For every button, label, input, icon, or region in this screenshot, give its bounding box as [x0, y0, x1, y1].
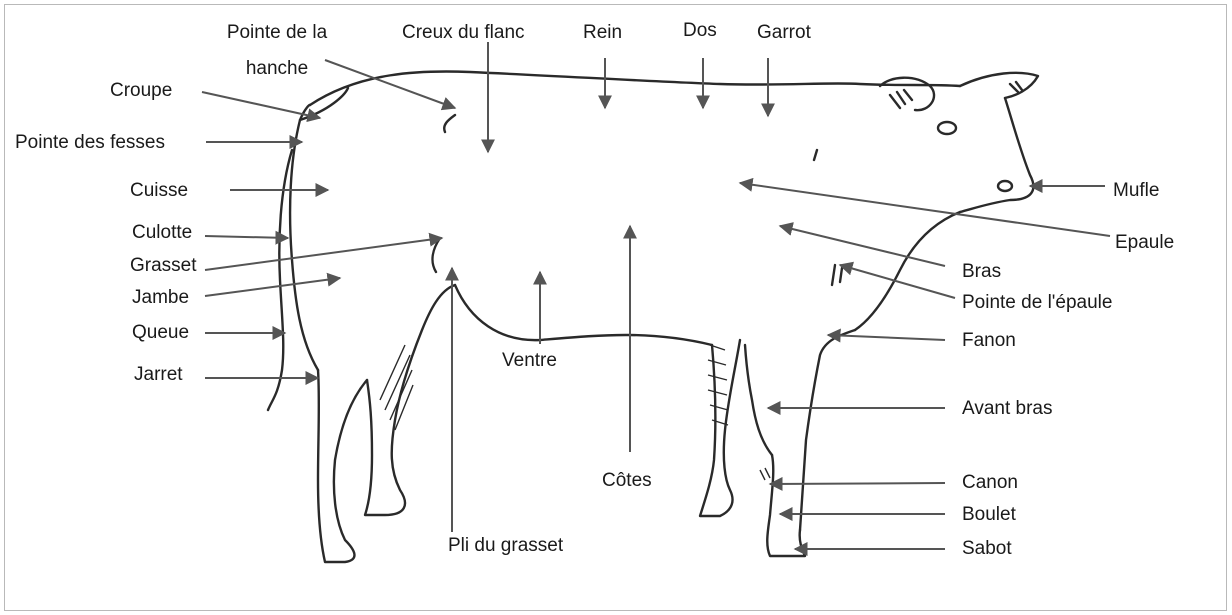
- label-grasset: Grasset: [130, 255, 197, 277]
- label-bras: Bras: [962, 261, 1001, 283]
- arrow-canon: [770, 483, 945, 484]
- label-garrot: Garrot: [757, 22, 811, 44]
- label-jambe: Jambe: [132, 287, 189, 309]
- label-epaule: Epaule: [1115, 232, 1174, 254]
- label-canon: Canon: [962, 472, 1018, 494]
- label-pointe-de-l-epaule: Pointe de l'épaule: [962, 292, 1112, 314]
- arrow-grasset: [205, 238, 442, 270]
- label-cotes: Côtes: [602, 470, 652, 492]
- arrow-epaule: [740, 183, 1110, 236]
- leg-hatching: [380, 345, 770, 480]
- label-pointe-hanche-1: Pointe de la: [212, 22, 342, 44]
- arrow-croupe: [202, 92, 320, 118]
- label-culotte: Culotte: [132, 222, 192, 244]
- label-pointe-hanche-2: hanche: [212, 58, 342, 80]
- arrow-pointe-epaule: [840, 265, 955, 298]
- arrow-jambe: [205, 278, 340, 296]
- arrow-fanon: [828, 335, 945, 340]
- label-pli-du-grasset: Pli du grasset: [448, 535, 563, 557]
- label-sabot: Sabot: [962, 538, 1012, 560]
- label-jarret: Jarret: [134, 364, 183, 386]
- cow-outline: [268, 71, 1038, 562]
- label-queue: Queue: [132, 322, 189, 344]
- arrow-culotte: [205, 236, 288, 238]
- label-mufle: Mufle: [1113, 180, 1159, 202]
- label-pointe-des-fesses: Pointe des fesses: [15, 132, 165, 154]
- label-dos: Dos: [683, 20, 717, 42]
- label-croupe: Croupe: [110, 80, 172, 102]
- label-ventre: Ventre: [502, 350, 557, 372]
- label-avant-bras: Avant bras: [962, 398, 1052, 420]
- label-cuisse: Cuisse: [130, 180, 188, 202]
- label-boulet: Boulet: [962, 504, 1016, 526]
- arrow-bras: [780, 226, 945, 266]
- label-creux-du-flanc: Creux du flanc: [402, 22, 525, 44]
- label-rein: Rein: [583, 22, 622, 44]
- arrow-pointe-hanche: [325, 60, 455, 108]
- label-fanon: Fanon: [962, 330, 1016, 352]
